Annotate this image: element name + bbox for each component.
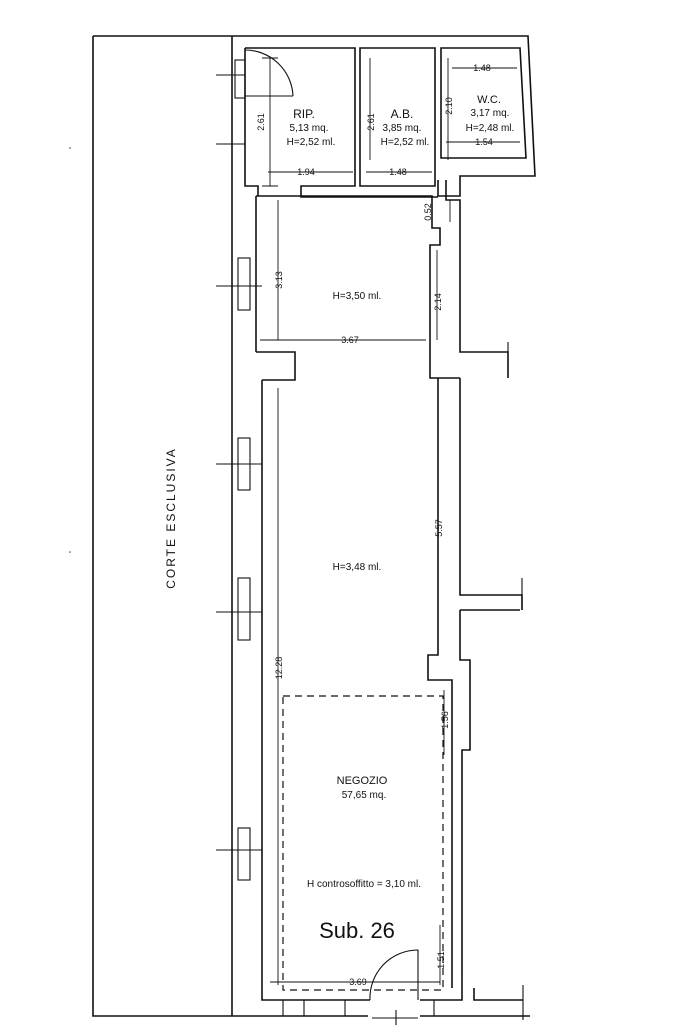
right-shop-wall <box>427 378 524 1020</box>
dim-room-side: 2.14 <box>433 293 443 311</box>
dim-ab-width: 1.48 <box>389 167 407 177</box>
dim-small: 0.52 <box>423 203 433 221</box>
antibagno-height: H=3,50 ml. <box>333 291 382 302</box>
bottom-wall <box>238 988 530 1017</box>
dim-rip-width: 1.94 <box>297 167 315 177</box>
dim-room-width: 3.67 <box>341 335 359 345</box>
rip-name: RIP. <box>293 107 315 121</box>
dim-bottom-width: 3.69 <box>349 977 367 987</box>
dim-long: 12.28 <box>274 657 284 680</box>
left-outer-wall <box>231 36 263 1016</box>
middle-room-walls <box>256 180 509 381</box>
dim-bottom-side: 1.51 <box>436 951 446 969</box>
rip-height: H=2,52 ml. <box>287 137 336 148</box>
wc-name: W.C. <box>477 94 501 106</box>
dim-wc-top: 1.48 <box>473 63 491 73</box>
dimension-lines <box>260 57 520 985</box>
ab-name: A.B. <box>391 107 414 121</box>
wc-height: H=2,48 ml. <box>466 123 515 134</box>
court-label: CORTE ESCLUSIVA <box>164 447 178 589</box>
dim-rip-height: 2.61 <box>256 113 266 131</box>
doors <box>244 49 419 1025</box>
dim-main-side: 5.57 <box>434 519 444 537</box>
windows <box>216 59 262 881</box>
dim-wc-height: 2.10 <box>444 97 454 115</box>
wc-area: 3,17 mq. <box>471 108 510 119</box>
service-block-walls <box>232 35 536 198</box>
suspended-ceiling-outline <box>282 695 444 991</box>
court-area <box>92 35 238 1017</box>
dim-room-height: 3.13 <box>274 271 284 289</box>
ab-area: 3,85 mq. <box>383 123 422 134</box>
dim-bay: 1.56 <box>440 711 450 729</box>
rip-area: 5,13 mq. <box>290 123 329 134</box>
sub-label: Sub. 26 <box>319 918 395 943</box>
dim-ab-height: 2.61 <box>366 113 376 131</box>
main-height: H=3,48 ml. <box>333 562 382 573</box>
ab-height: H=2,52 ml. <box>381 137 430 148</box>
negozio-area: 57,65 mq. <box>342 790 386 801</box>
negozio-ceiling: H controsoffitto = 3,10 ml. <box>307 879 421 890</box>
dim-wc-bottom: 1.54 <box>475 137 493 147</box>
negozio-name: NEGOZIO <box>337 775 388 787</box>
